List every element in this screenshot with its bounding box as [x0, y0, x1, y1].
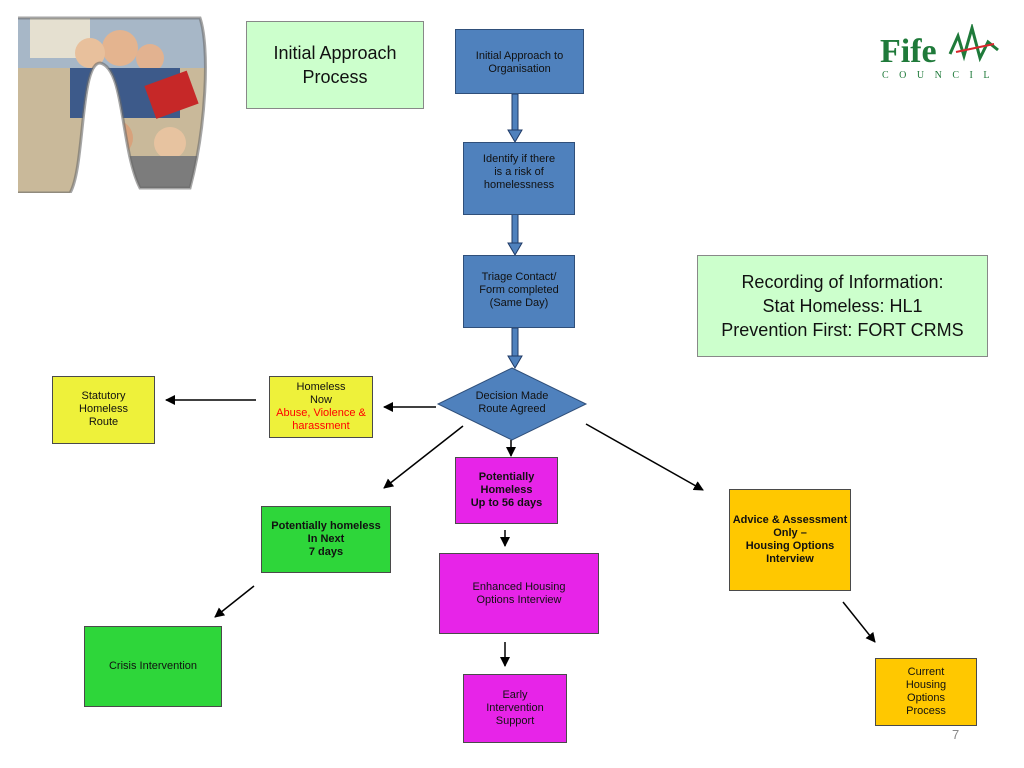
decision-label: Decision Made Route Agreed — [458, 390, 566, 416]
identify-risk-line-3: homelessness — [483, 179, 555, 191]
homeless-now-line-1: Homeless — [296, 381, 346, 393]
homeless-now-line-4: harassment — [292, 420, 350, 432]
potentially-56-line-2: Homeless — [480, 484, 533, 496]
family-photo-image — [18, 16, 207, 193]
advice-assessment-node: Advice & Assessment Only – Housing Optio… — [729, 489, 851, 591]
potentially-homeless-7-node: Potentially homeless In Next 7 days — [261, 506, 391, 573]
svg-text:Fife: Fife — [880, 33, 937, 70]
statutory-line-1: Statutory — [81, 390, 126, 402]
recording-line-1: Recording of Information: — [741, 272, 944, 292]
statutory-line-3: Route — [88, 416, 119, 428]
initial-approach-node: Initial Approach to Organisation — [455, 29, 584, 94]
advice-line-3: Housing Options — [745, 540, 835, 552]
advice-line-2: Only – — [773, 527, 807, 539]
recording-info-box: Recording of Information: Stat Homeless:… — [697, 255, 988, 357]
title-box: Initial Approach Process — [246, 21, 424, 109]
current-line-1: Current — [907, 666, 945, 678]
advice-line-4: Interview — [766, 553, 814, 565]
crisis-intervention-node: Crisis Intervention — [84, 626, 222, 707]
potentially-homeless-56-node: Potentially Homeless Up to 56 days — [455, 457, 558, 524]
enhanced-housing-node: Enhanced Housing Options Interview — [439, 553, 599, 634]
triage-line-2: Form completed — [479, 284, 559, 296]
crisis-line-1: Crisis Intervention — [108, 660, 198, 672]
potentially-7-line-1: Potentially homeless — [271, 520, 381, 532]
early-line-2: Intervention — [486, 702, 544, 714]
homeless-now-line-2: Now — [309, 394, 332, 406]
current-line-2: Housing — [905, 679, 947, 691]
potentially-56-line-1: Potentially — [478, 471, 535, 483]
page-number: 7 — [952, 727, 960, 742]
current-line-3: Options — [907, 692, 945, 704]
decision-line-1: Decision Made — [475, 390, 549, 402]
triage-line-1: Triage Contact/ — [481, 271, 557, 283]
decision-line-2: Route Agreed — [478, 403, 546, 415]
current-housing-node: Current Housing Options Process — [875, 658, 977, 726]
homeless-now-node: Homeless Now Abuse, Violence & harassmen… — [269, 376, 373, 438]
early-intervention-node: Early Intervention Support — [463, 674, 567, 743]
triage-node: Triage Contact/ Form completed (Same Day… — [463, 255, 575, 328]
initial-approach-line-1: Initial Approach to — [475, 50, 564, 62]
homeless-now-line-3: Abuse, Violence & — [276, 407, 366, 419]
identify-risk-node: Identify if there is a risk of homelessn… — [463, 142, 575, 215]
potentially-56-line-3: Up to 56 days — [470, 497, 543, 509]
recording-line-3: Prevention First: FORT CRMS — [721, 320, 964, 340]
statutory-route-node: Statutory Homeless Route — [52, 376, 155, 444]
title-line-2: Process — [302, 67, 368, 87]
down-arrow-3 — [507, 327, 523, 369]
statutory-line-2: Homeless — [79, 403, 128, 415]
early-line-3: Support — [495, 715, 535, 727]
svg-text:C O U N C I L: C O U N C I L — [882, 70, 993, 81]
potentially-7-line-3: 7 days — [308, 546, 344, 558]
recording-line-2: Stat Homeless: HL1 — [762, 296, 923, 316]
early-line-1: Early — [502, 689, 528, 701]
enhanced-line-1: Enhanced Housing — [472, 581, 566, 593]
title-line-1: Initial Approach — [273, 43, 397, 63]
enhanced-line-2: Options Interview — [476, 594, 562, 606]
advice-line-1: Advice & Assessment — [732, 514, 848, 526]
fife-council-logo: Fife C O U N C I L — [880, 24, 999, 81]
decision-diamond — [436, 367, 588, 441]
potentially-7-line-2: In Next — [307, 533, 345, 545]
identify-risk-line-1: Identify if there — [482, 153, 556, 165]
down-arrow-1 — [507, 93, 523, 143]
identify-risk-line-2: is a risk of — [494, 166, 544, 178]
current-line-4: Process — [906, 705, 946, 717]
initial-approach-line-2: Organisation — [488, 63, 551, 75]
triage-line-3: (Same Day) — [489, 297, 549, 309]
